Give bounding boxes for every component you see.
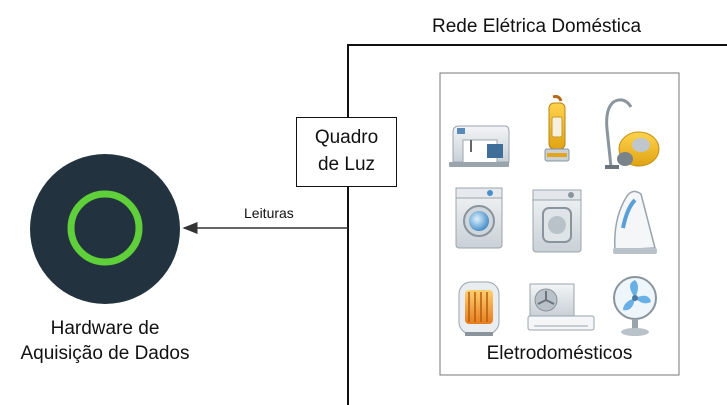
iron-icon <box>613 190 657 254</box>
hardware-node <box>30 154 180 304</box>
panel-label-line1: Quadro <box>314 127 379 148</box>
network-boundary <box>347 44 727 405</box>
air-conditioner-icon <box>527 283 595 331</box>
panel-box: Quadro de Luz <box>296 117 397 187</box>
heater-icon <box>458 281 500 336</box>
dryer-icon <box>532 189 582 253</box>
readings-label: Leituras <box>244 205 294 221</box>
appliances-label: Eletrodomésticos <box>486 343 633 364</box>
hardware-disc <box>30 154 180 304</box>
hardware-label: Hardware de Aquisição de Dados <box>4 316 206 366</box>
panel-label-line2: de Luz <box>317 154 376 175</box>
washing-machine-icon <box>455 187 503 249</box>
hardware-label-line2: Aquisição de Dados <box>20 343 190 364</box>
sewing-machine-icon <box>449 125 510 167</box>
network-title: Rede Elétrica Doméstica <box>432 16 642 37</box>
canister-vacuum-icon <box>605 98 660 169</box>
hardware-label-line1: Hardware de <box>50 318 160 339</box>
fan-icon <box>613 276 657 336</box>
hardware-ring-icon <box>67 190 143 266</box>
upright-vacuum-icon <box>544 95 570 162</box>
